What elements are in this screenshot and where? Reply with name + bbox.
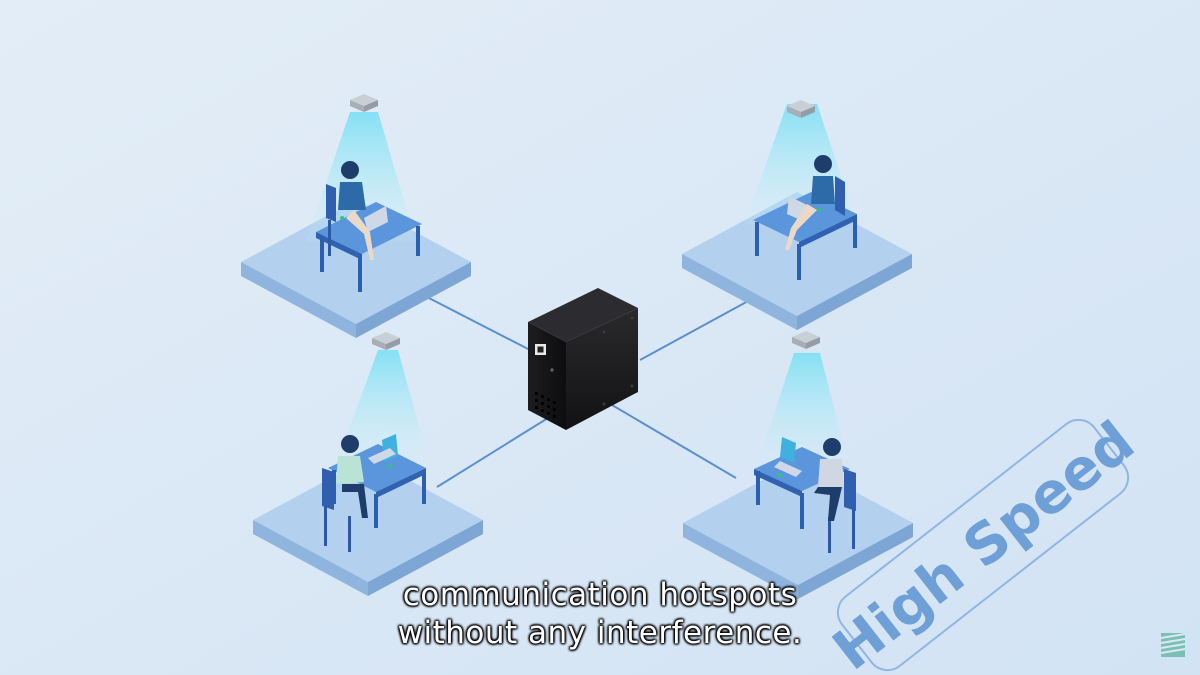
subtitle-line-2: without any interference. — [0, 615, 1200, 651]
subtitle-line-1: communication hotspots — [0, 577, 1200, 613]
